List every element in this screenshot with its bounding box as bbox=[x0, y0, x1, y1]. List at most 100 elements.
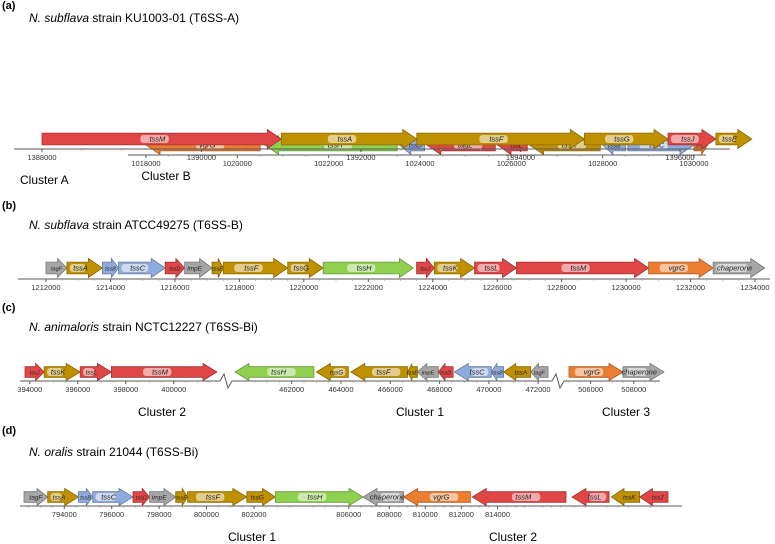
panel-title: N. animaloris strain NCTC12227 (T6SS-Bi) bbox=[29, 320, 258, 334]
panel-title: N. subflava strain ATCC49275 (T6SS-B) bbox=[29, 218, 243, 232]
axis-break bbox=[219, 372, 233, 390]
gene-label: tssE bbox=[695, 144, 706, 150]
gene-arrow-tssj: tssJ bbox=[416, 257, 435, 279]
gene-label-highlight bbox=[511, 493, 541, 501]
gene-arrow-shape bbox=[45, 257, 68, 279]
gene-arrow-tssa: tssA bbox=[47, 487, 80, 507]
gene-arrow-tssd: tssD bbox=[132, 487, 151, 507]
gene-label-highlight bbox=[626, 368, 647, 376]
gene-label-highlight bbox=[83, 368, 95, 376]
axis-tick-label: 806000 bbox=[336, 510, 361, 519]
panel-title: N. oralis strain 21044 (T6SS-Bi) bbox=[29, 445, 198, 459]
gene-arrow-shape bbox=[211, 258, 224, 278]
gene-label-highlight bbox=[140, 135, 169, 143]
gene-arrow-tssb: tssB bbox=[102, 257, 120, 279]
gene-arrow-tssh: tssH bbox=[274, 487, 364, 507]
gene-arrow-shape bbox=[437, 362, 454, 382]
axis-tick-label: 466000 bbox=[378, 385, 403, 394]
gene-arrow-chaperone: chaperone bbox=[622, 362, 665, 382]
gene-arrow-tssg: tssG bbox=[315, 362, 349, 382]
gene-label: tssD bbox=[440, 371, 451, 377]
gene-label: tssE bbox=[722, 135, 738, 144]
gene-arrow-tssd: tssD bbox=[164, 257, 186, 279]
gene-arrow-tssm: tssM bbox=[516, 257, 650, 279]
axis-tick-label: 796000 bbox=[99, 510, 124, 519]
axis-tick-label: 1022000 bbox=[314, 159, 343, 168]
gene-label: tssK bbox=[51, 368, 67, 377]
axis-tick-label: 398000 bbox=[113, 385, 138, 394]
gene-label-highlight bbox=[716, 264, 748, 272]
gene-label: chaperone bbox=[717, 264, 752, 273]
axis-tick-label: 1026000 bbox=[497, 159, 526, 168]
gene-label: tssF bbox=[244, 264, 259, 273]
gene-label-highlight bbox=[471, 368, 489, 376]
axis-tick-label: 470000 bbox=[476, 385, 501, 394]
gene-arrow-tssb: tssB bbox=[490, 362, 505, 382]
gene-label-highlight bbox=[143, 368, 172, 376]
cluster-label: Cluster B bbox=[141, 169, 190, 183]
gene-arrow-shape bbox=[164, 257, 186, 279]
gene-label-highlight bbox=[437, 264, 458, 272]
gene-arrow-shape bbox=[175, 487, 189, 507]
gene-arrow-tssl: tssL bbox=[571, 487, 610, 507]
gene-arrow-tssa: tssA bbox=[66, 257, 104, 279]
gene-arrow-shape bbox=[23, 487, 49, 507]
gene-label: chaperone bbox=[622, 368, 657, 377]
gene-label: tssF bbox=[489, 135, 504, 144]
gene-label: tagF bbox=[51, 267, 63, 273]
gene-arrow-tssa: tssA bbox=[502, 362, 532, 382]
axis-tick-label: 794000 bbox=[52, 510, 77, 519]
strain-info: strain KU1003-01 (T6SS-A) bbox=[89, 11, 239, 25]
gene-label-highlight bbox=[605, 135, 634, 143]
gene-label-highlight bbox=[659, 264, 689, 272]
gene-label: tssA bbox=[338, 135, 353, 144]
gene-arrow-tagf: tagF bbox=[23, 487, 49, 507]
panel-letter: (b) bbox=[2, 200, 16, 212]
gene-arrow-vgrg: vgrG bbox=[648, 257, 714, 279]
panel-letter: (d) bbox=[2, 425, 16, 437]
axis-tick-label: 464000 bbox=[328, 385, 353, 394]
gene-arrow-impe: impE bbox=[184, 257, 213, 279]
gene-label-highlight bbox=[589, 493, 607, 501]
axis-tick-label: 1234000 bbox=[740, 283, 769, 292]
gene-label: tssK bbox=[623, 495, 636, 502]
gene-label-highlight bbox=[196, 493, 225, 501]
axis-tick-label: 1224000 bbox=[418, 283, 447, 292]
gene-arrow-tssh: tssH bbox=[234, 362, 315, 382]
gene-arrow-tsse: tssE bbox=[175, 487, 189, 507]
axis-tick-label: 798000 bbox=[147, 510, 172, 519]
gene-label-highlight bbox=[561, 264, 590, 272]
gene-arrow-tssg: tssG bbox=[287, 257, 324, 279]
gene-arrow-shape bbox=[24, 362, 45, 382]
gene-arrow-tssf: tssF bbox=[187, 487, 248, 507]
gene-arrow-shape bbox=[78, 487, 94, 507]
axis-tick-label: 472000 bbox=[526, 385, 551, 394]
gene-label: tssF bbox=[376, 368, 391, 377]
gene-arrow-shape bbox=[490, 362, 505, 382]
axis-tick-label: 1212000 bbox=[31, 283, 60, 292]
gene-label: tagF bbox=[534, 371, 546, 377]
gene-label: tagF bbox=[29, 495, 43, 502]
axis-tick-label: 508000 bbox=[621, 385, 646, 394]
panel-letter: (c) bbox=[2, 302, 16, 314]
gene-arrow-shape bbox=[610, 487, 640, 507]
gene-label: tssB bbox=[492, 371, 503, 377]
strain-info: strain 21044 (T6SS-Bi) bbox=[73, 445, 198, 459]
gene-arrow-impe: impE bbox=[416, 362, 439, 382]
gene-label-highlight bbox=[479, 135, 508, 143]
gene-arrow-shape bbox=[47, 487, 80, 507]
gene-arrow-tsse: tssE bbox=[211, 258, 224, 278]
gene-arrow-tssh: tssH bbox=[322, 257, 415, 279]
cluster-label: Cluster A bbox=[20, 173, 69, 187]
axis-tick-label: 800000 bbox=[194, 510, 219, 519]
gene-label-highlight bbox=[234, 264, 263, 272]
gene-label: tssJ bbox=[30, 371, 40, 377]
axis-tick-label: 1218000 bbox=[225, 283, 254, 292]
gene-arrow-tsse: tssE bbox=[715, 128, 753, 150]
gene-label: tssA bbox=[53, 495, 66, 502]
gene-label-highlight bbox=[267, 368, 296, 376]
